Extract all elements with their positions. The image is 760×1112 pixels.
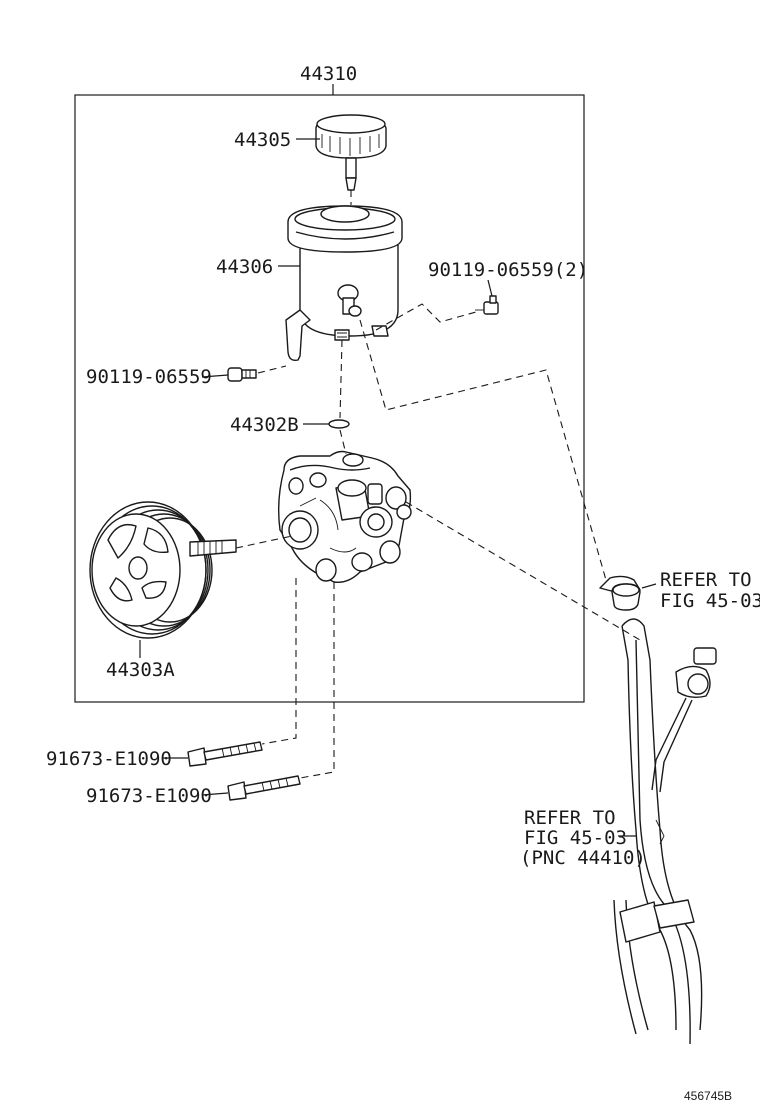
label-refer-hose-3: (PNC 44410) [520,847,646,869]
pump-body[interactable] [277,450,412,583]
label-reservoir: 44306 [216,256,273,278]
flange-bolt-right[interactable] [475,295,499,315]
label-reservoir-cap: 44305 [234,129,291,151]
label-refer-hose-2: FIG 45-03 [524,827,627,849]
label-bolt-left: 90119-06559 [86,366,212,388]
reservoir-cap[interactable] [315,114,387,191]
label-refer-clamp-1: REFER TO [660,569,752,591]
leader-lines [139,138,657,837]
dashed-guides [235,190,641,779]
label-refer-clamp-2: FIG 45-03 [660,590,760,612]
pressure-hose[interactable] [613,618,717,1045]
label-assembly: 44310 [300,63,357,85]
mounting-bolt-1[interactable] [187,741,263,767]
label-o-ring: 44302B [230,414,299,436]
assembly-frame [74,94,585,703]
label-bolt-lower-2: 91673-E1090 [86,785,212,807]
figure-code: 456745B [684,1089,732,1103]
label-bolt-right: 90119-06559(2) [428,259,588,281]
mounting-bolt-2[interactable] [227,775,301,801]
hose-clamp[interactable] [599,575,641,611]
reservoir-tank[interactable] [285,205,403,362]
label-pulley: 44303A [106,659,175,681]
flange-bolt-left[interactable] [227,367,257,382]
pump-pulley[interactable] [89,501,237,639]
label-bolt-lower-1: 91673-E1090 [46,748,172,770]
o-ring[interactable] [328,419,350,429]
label-refer-hose-1: REFER TO [524,807,616,829]
